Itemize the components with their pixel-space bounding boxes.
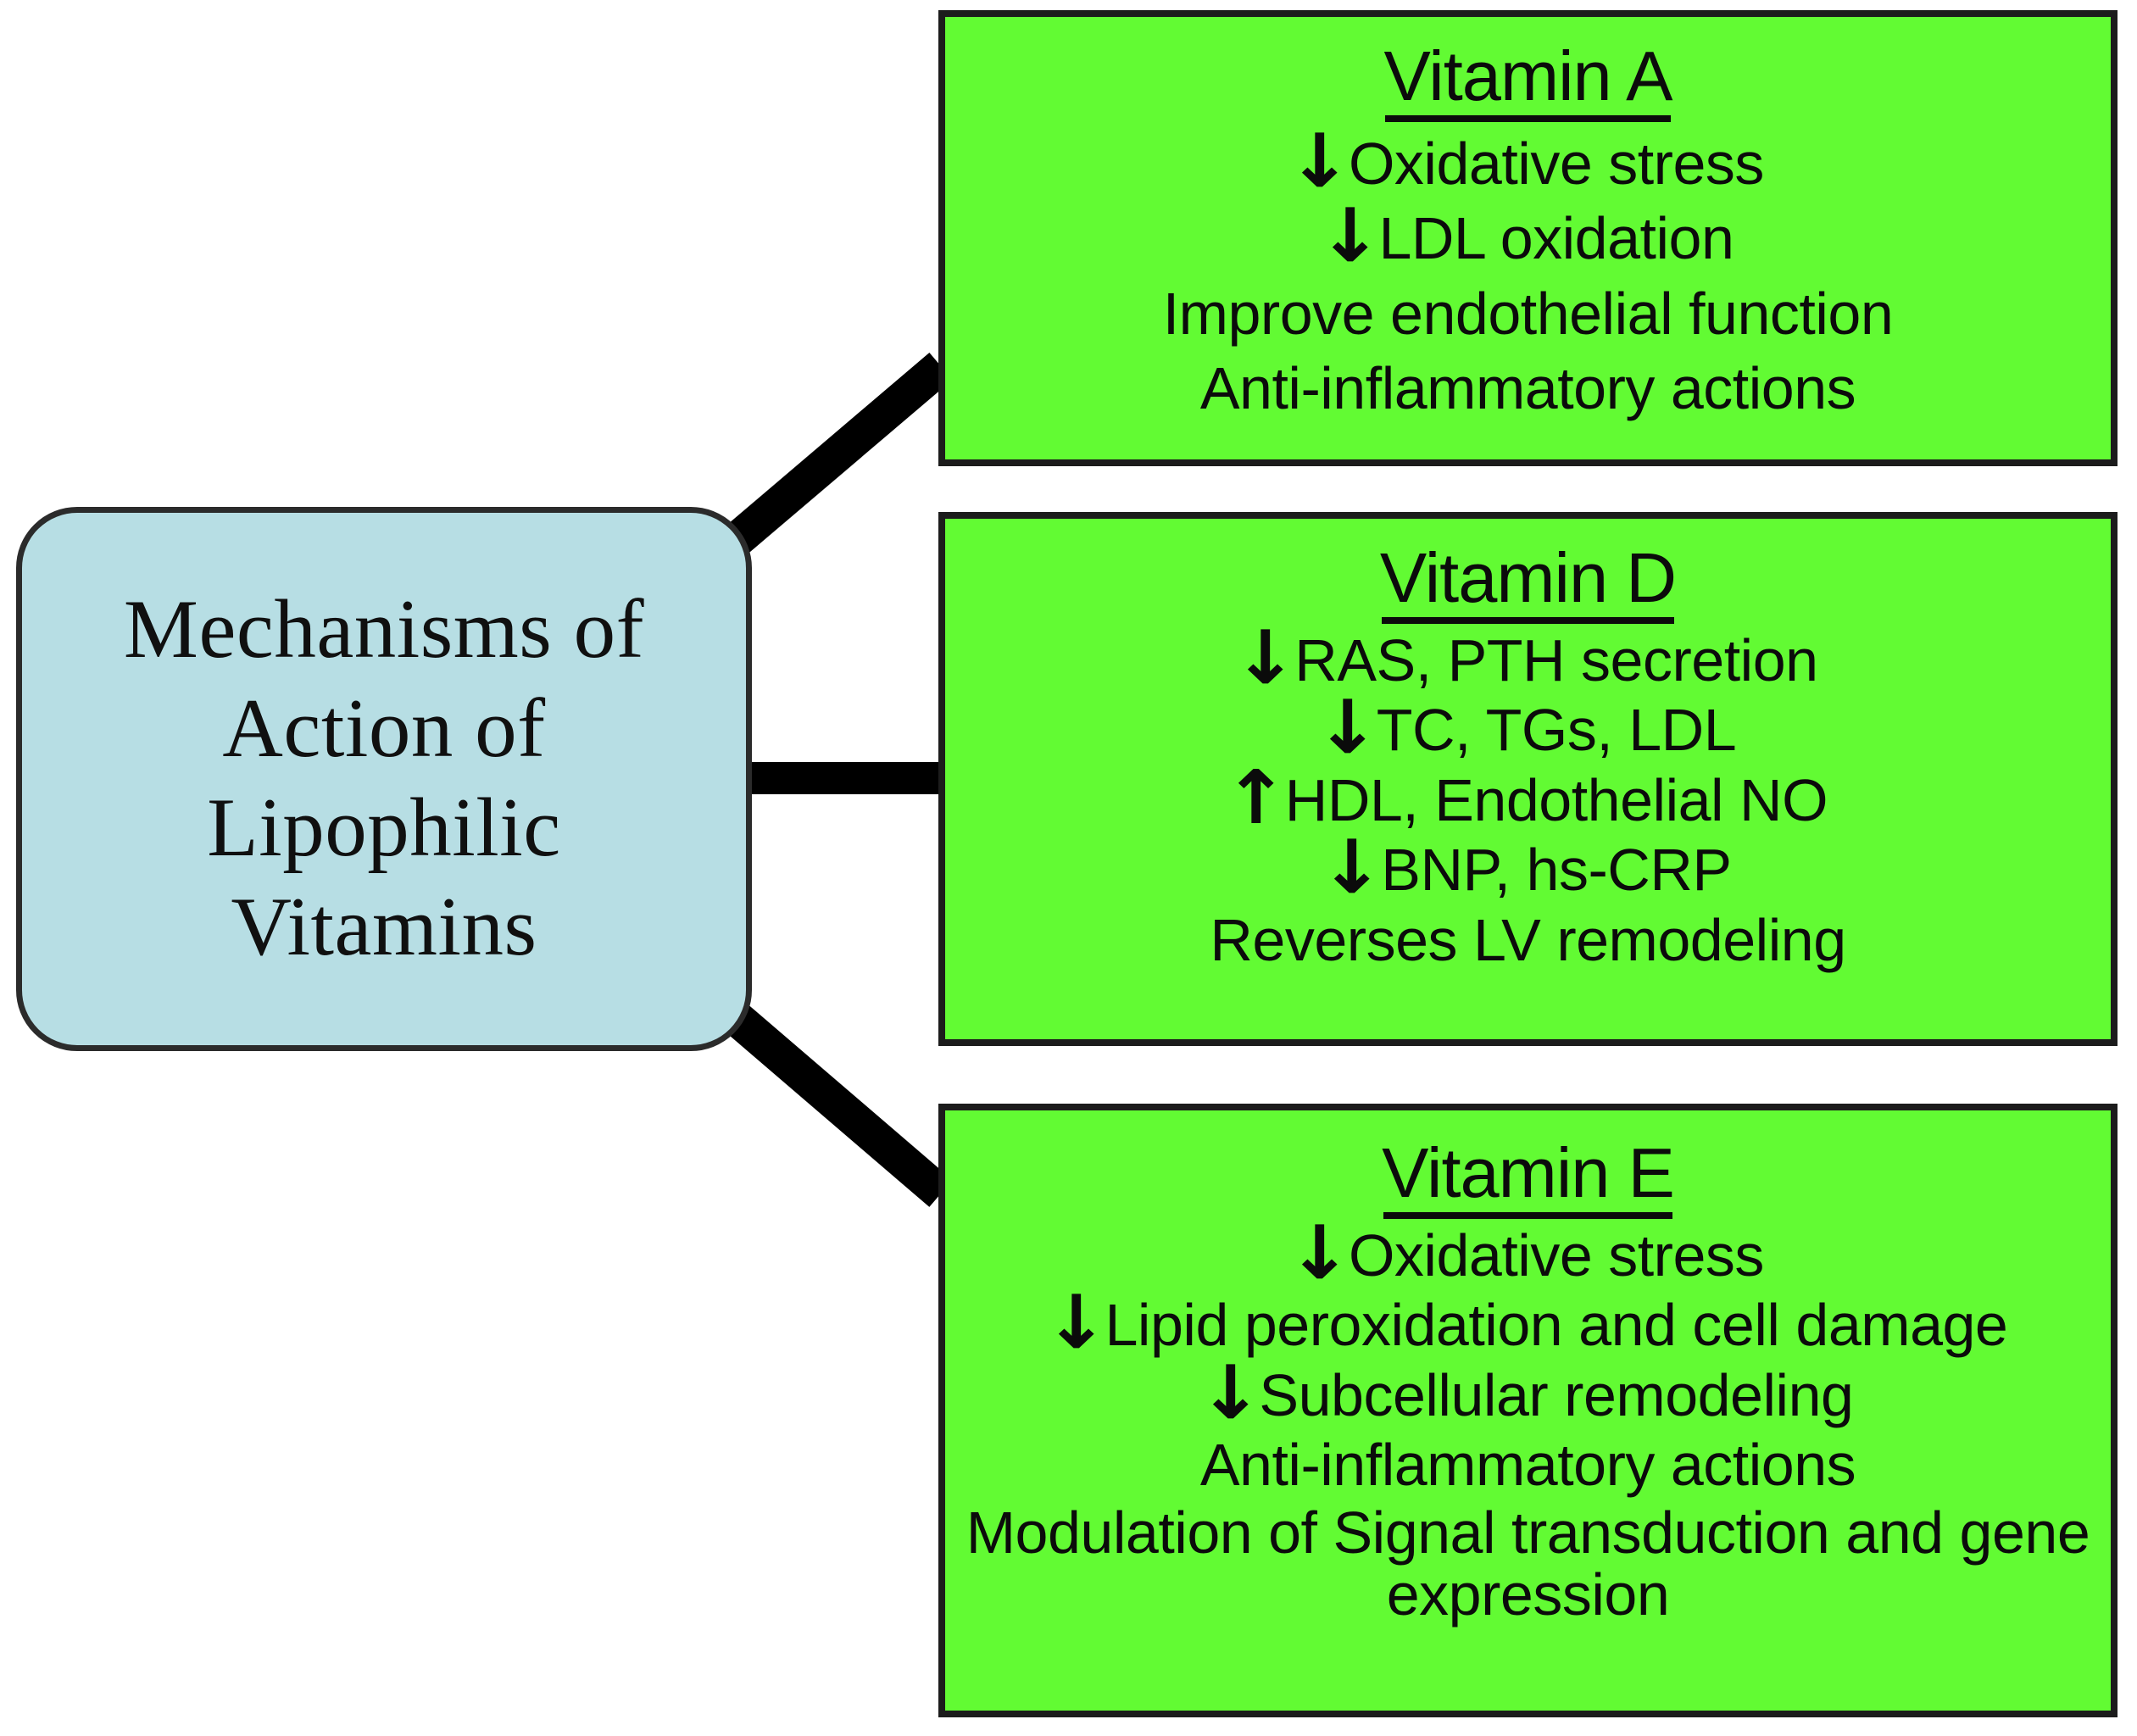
vitamin-d-line-5: Reverses LV remodeling <box>1210 906 1846 973</box>
arrow-down-icon: ↓ <box>1043 1281 1109 1366</box>
vitamin-e-line-5: Modulation of Signal transduction and ge… <box>945 1499 2111 1628</box>
vitamin-e-line-3: ↓Subcellular remodeling <box>1198 1356 1854 1431</box>
vitamin-a-line-4-text: Anti-inflammatory actions <box>1199 355 1856 422</box>
arrow-down-icon: ↓ <box>1197 1350 1263 1437</box>
arrow-down-icon: ↓ <box>1233 615 1299 702</box>
arrow-down-icon: ↓ <box>1319 825 1385 911</box>
vitamin-d-line-2-text: TC, TGs, LDL <box>1376 697 1737 764</box>
vitamin-a-line-1: ↓Oxidative stress <box>1287 125 1764 199</box>
arrow-down-icon: ↓ <box>1314 686 1380 771</box>
vitamin-d-line-1: ↓RAS, PTH secretion <box>1233 621 1819 696</box>
arrow-down-icon: ↓ <box>1287 1210 1352 1297</box>
node-vitamin-d[interactable]: Vitamin D ↓RAS, PTH secretion↓TC, TGs, L… <box>938 512 2118 1046</box>
vitamin-e-title: Vitamin E <box>1382 1132 1675 1219</box>
arrow-down-icon: ↓ <box>1287 119 1352 205</box>
vitamin-d-line-4-text: BNP, hs-CRP <box>1381 837 1732 904</box>
node-vitamin-a[interactable]: Vitamin A ↓Oxidative stress↓LDL oxidatio… <box>938 10 2118 466</box>
arrow-up-icon: ↑ <box>1223 755 1288 842</box>
vitamin-a-line-3-text: Improve endothelial function <box>1162 280 1894 347</box>
vitamin-e-lines: ↓Oxidative stress↓Lipid peroxidation and… <box>945 1216 2111 1628</box>
vitamin-a-title: Vitamin A <box>1383 36 1673 122</box>
vitamin-a-line-4: Anti-inflammatory actions <box>1200 355 1856 421</box>
vitamin-e-line-5-text: Modulation of Signal transduction and ge… <box>966 1499 2090 1628</box>
vitamin-d-title: Vitamin D <box>1380 537 1677 624</box>
vitamin-e-line-2-text: Lipid peroxidation and cell damage <box>1105 1292 2008 1359</box>
vitamin-a-line-1-text: Oxidative stress <box>1348 131 1764 197</box>
vitamin-a-line-2-text: LDL oxidation <box>1378 205 1734 272</box>
vitamin-e-line-1-text: Oxidative stress <box>1348 1222 1764 1288</box>
vitamin-e-line-1: ↓Oxidative stress <box>1287 1216 1764 1291</box>
vitamin-e-line-2: ↓Lipid peroxidation and cell damage <box>1043 1287 2008 1361</box>
vitamin-d-line-2: ↓TC, TGs, LDL <box>1315 692 1737 766</box>
vitamin-d-line-5-text: Reverses LV remodeling <box>1210 906 1846 973</box>
vitamin-e-line-3-text: Subcellular remodeling <box>1259 1361 1854 1428</box>
vitamin-d-lines: ↓RAS, PTH secretion↓TC, TGs, LDL↑HDL, En… <box>945 621 2111 973</box>
vitamin-d-line-1-text: RAS, PTH secretion <box>1294 627 1818 693</box>
vitamin-a-line-2: ↓LDL oxidation <box>1317 200 1734 275</box>
vitamin-d-line-3-text: HDL, Endothelial NO <box>1284 766 1828 833</box>
vitamin-d-line-3: ↑HDL, Endothelial NO <box>1223 761 1828 836</box>
root-node-title: Mechanisms of Action of Lipophilic Vitam… <box>123 583 645 973</box>
connector-root-to-vitamin-a <box>702 353 953 573</box>
vitamin-e-line-4: Anti-inflammatory actions <box>1200 1432 1856 1498</box>
root-node-mechanisms[interactable]: Mechanisms of Action of Lipophilic Vitam… <box>16 507 752 1051</box>
arrow-down-icon: ↓ <box>1316 194 1383 280</box>
connector-root-to-vitamin-e <box>702 985 953 1207</box>
node-vitamin-e[interactable]: Vitamin E ↓Oxidative stress↓Lipid peroxi… <box>938 1104 2118 1717</box>
vitamin-d-line-4: ↓BNP, hs-CRP <box>1320 831 1733 905</box>
vitamin-e-line-4-text: Anti-inflammatory actions <box>1199 1432 1856 1499</box>
vitamin-a-line-3: Improve endothelial function <box>1163 281 1894 347</box>
